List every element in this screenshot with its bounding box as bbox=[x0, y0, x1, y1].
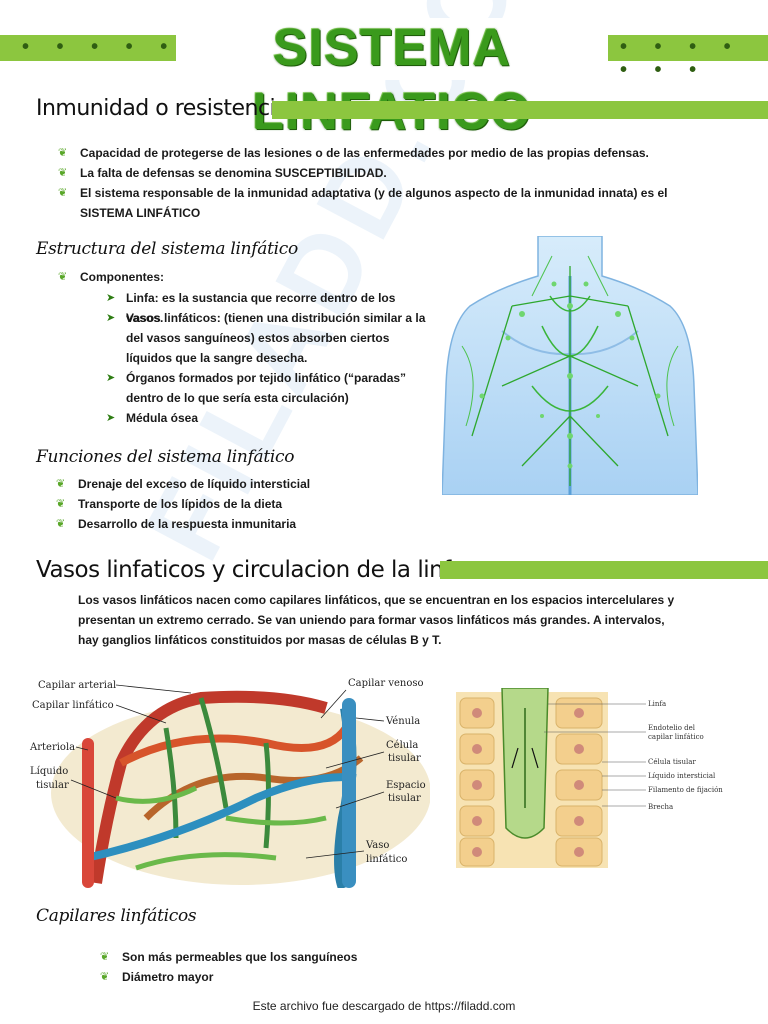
arrow-right-icon: ➤ bbox=[106, 292, 116, 304]
sub-list-item: ➤Órganos formados por tejido linfático (… bbox=[106, 368, 426, 408]
label-celula-tisular-2: Célula tisular bbox=[648, 758, 696, 766]
leaf-icon: ❦ bbox=[100, 971, 110, 983]
label-liquido-intersticial: Líquido intersticial bbox=[648, 772, 716, 780]
leaf-icon: ❦ bbox=[56, 498, 66, 510]
label-capilar-venoso: Capilar venoso bbox=[348, 678, 424, 689]
label-endotelio-2: capilar linfático bbox=[648, 733, 704, 741]
sub-list-item: ➤Linfa: es la sustancia que recorre dent… bbox=[106, 288, 436, 328]
label-arteriola: Arteriola bbox=[29, 742, 75, 753]
arrow-right-icon: ➤ bbox=[106, 372, 116, 384]
list-item: ❦Capacidad de protegerse de las lesiones… bbox=[58, 143, 700, 163]
label-capilar-linfatico: Capilar linfático bbox=[32, 700, 114, 711]
label-endotelio: Endotelio del bbox=[648, 724, 696, 732]
label-venula: Vénula bbox=[385, 716, 420, 727]
lymphatic-torso-illustration bbox=[442, 236, 698, 495]
leaf-icon: ❦ bbox=[100, 951, 110, 963]
list-item: ❦Son más permeables que los sanguíneos bbox=[100, 947, 357, 967]
title-dots-left: • • • • • • bbox=[22, 36, 213, 58]
label-liquido-tisular: tisular bbox=[36, 780, 69, 791]
label-celula: Célula bbox=[386, 740, 418, 751]
section-bar bbox=[272, 101, 768, 119]
label-liquido: Líquido bbox=[30, 766, 68, 777]
leaf-icon: ❦ bbox=[58, 167, 68, 179]
label-celula-tisular: tisular bbox=[388, 753, 421, 764]
leaf-icon: ❦ bbox=[58, 147, 68, 159]
label-linfa: Linfa bbox=[648, 700, 666, 708]
section-title-estructura: Estructura del sistema linfático bbox=[36, 239, 298, 259]
label-brecha: Brecha bbox=[648, 803, 673, 811]
leaf-icon: ❦ bbox=[56, 478, 66, 490]
arrow-right-icon: ➤ bbox=[106, 312, 116, 324]
list-item: ❦El sistema responsable de la inmunidad … bbox=[58, 183, 680, 223]
list-item: ❦Drenaje del exceso de líquido interstic… bbox=[56, 474, 310, 494]
lymph-capillary-detail-diagram: Linfa Endotelio del capilar linfático Cé… bbox=[452, 688, 724, 872]
title-box bbox=[176, 18, 608, 80]
section-title-funciones: Funciones del sistema linfático bbox=[36, 447, 295, 467]
capillary-bed-diagram: Capilar arterial Capilar linfático Arter… bbox=[26, 668, 430, 888]
sub-list-item: ➤Médula ósea bbox=[106, 408, 426, 428]
label-espacio-tisular: tisular bbox=[388, 793, 421, 804]
section-title-capilares: Capilares linfáticos bbox=[36, 906, 197, 926]
section-bar bbox=[440, 561, 768, 579]
list-item: ❦La falta de defensas se denomina SUSCEP… bbox=[58, 163, 700, 183]
list-item: ❦Diámetro mayor bbox=[100, 967, 213, 987]
list-item: ❦Desarrollo de la respuesta inmunitaria bbox=[56, 514, 296, 534]
label-vaso-linfatico: linfático bbox=[366, 854, 407, 865]
label-espacio: Espacio bbox=[386, 780, 426, 791]
title-dots-right: • • • • • • • bbox=[620, 36, 742, 81]
leaf-icon: ❦ bbox=[58, 271, 68, 283]
page-title: SISTEMA LINFATICO bbox=[252, 19, 531, 141]
label-vaso: Vaso bbox=[365, 840, 389, 851]
section-title-vasos: Vasos linfaticos y circulacion de la lin… bbox=[36, 557, 465, 583]
section-title-inmunidad: Inmunidad o resistencia bbox=[36, 96, 289, 121]
list-item: ❦Transporte de los lípidos de la dieta bbox=[56, 494, 282, 514]
list-item: ❦Componentes: bbox=[58, 267, 164, 287]
leaf-icon: ❦ bbox=[56, 518, 66, 530]
label-filamento: Filamento de fijación bbox=[648, 786, 723, 794]
arrow-right-icon: ➤ bbox=[106, 412, 116, 424]
footer-download-note: Este archivo fue descargado de https://f… bbox=[252, 999, 516, 1013]
sub-list-item: ➤Vasos linfáticos: (tienen una distribuc… bbox=[106, 308, 426, 368]
vessels-paragraph: Los vasos linfáticos nacen como capilare… bbox=[78, 593, 675, 647]
label-capilar-arterial: Capilar arterial bbox=[38, 680, 116, 691]
leaf-icon: ❦ bbox=[58, 187, 68, 199]
